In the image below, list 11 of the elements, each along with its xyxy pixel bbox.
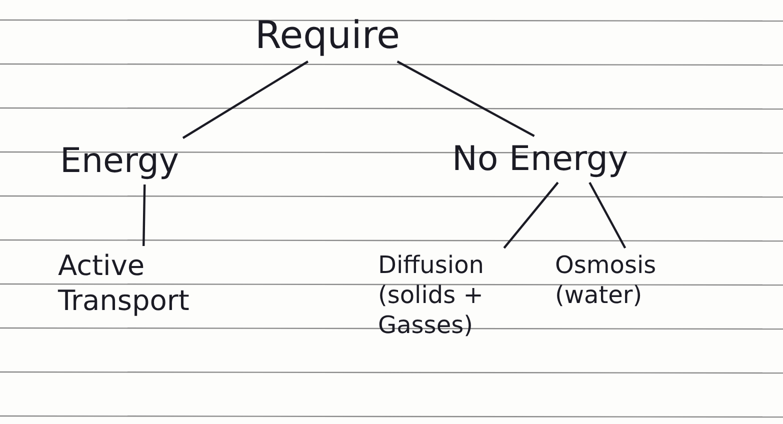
handwritten-label: Active Transport [58,248,190,318]
connector-line [396,60,535,137]
connector-line [142,184,146,246]
handwritten-label: Diffusion (solids + Gasses) [378,250,485,340]
handwritten-label: Osmosis (water) [555,250,658,310]
connector-line [588,182,626,249]
handwritten-label: Energy [60,140,180,182]
connector-line [503,182,559,249]
handwritten-label: No Energy [452,138,630,180]
handwritten-label: Require [255,12,402,59]
connector-line [182,60,309,139]
